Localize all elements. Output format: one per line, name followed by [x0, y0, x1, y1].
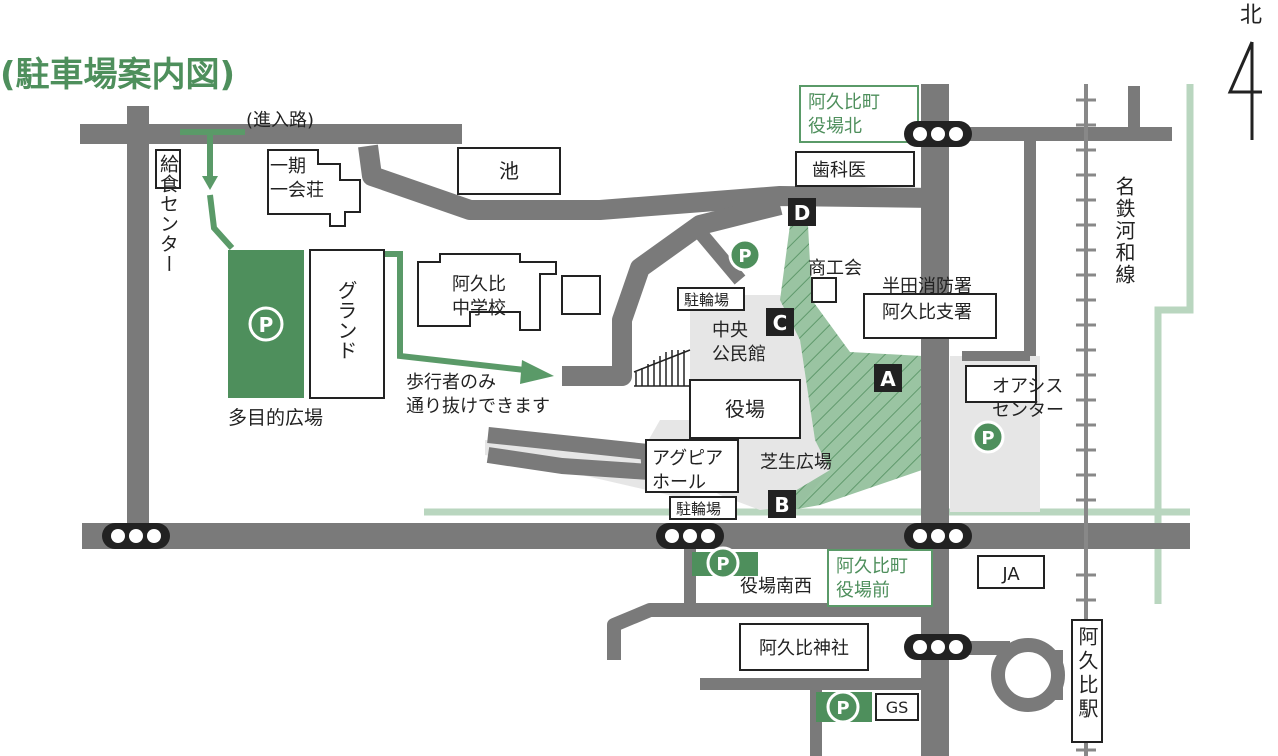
- kyushoku-center-label: 給食センター: [155, 149, 181, 274]
- parking-icon[interactable]: P: [826, 690, 860, 724]
- parking-icon[interactable]: P: [728, 238, 762, 272]
- signal-label-box-north: [799, 85, 919, 143]
- map-title: (駐車場案内図): [0, 55, 235, 95]
- railway-label: 名鉄河和線: [1112, 176, 1136, 286]
- bike-parking-bottom-label: 駐輪場: [676, 500, 721, 518]
- kominkan-label-2: 公民館: [712, 344, 766, 365]
- fire-station-label-1: 半田消防署: [882, 276, 972, 297]
- approach-road-label: (進入路): [246, 110, 314, 131]
- parking-symbol: P: [716, 554, 729, 575]
- shokokai-label: 商工会: [808, 258, 862, 279]
- fire-station-label-2: 阿久比支署: [882, 302, 972, 323]
- ikki-label-2: 一会荘: [270, 180, 324, 201]
- marker-letter: B: [774, 493, 789, 517]
- arrow-head-right: [520, 360, 554, 384]
- buildings: [267, 147, 1045, 721]
- parking-marker-a[interactable]: A: [874, 364, 902, 392]
- shrine-label: 阿久比神社: [759, 638, 849, 659]
- green-walkway-lines: [424, 84, 1194, 604]
- parking-marker-d[interactable]: D: [788, 198, 816, 226]
- ground-label: グランド: [334, 280, 358, 360]
- parking-icon[interactable]: P: [971, 420, 1005, 454]
- signal-front-label-2: 役場前: [836, 580, 890, 601]
- oasis-label-2: センター: [992, 400, 1064, 421]
- marker-letter: A: [880, 367, 896, 391]
- signal-north-label-1: 阿久比町: [808, 92, 880, 113]
- ja-label: JA: [1001, 564, 1020, 585]
- oasis-label-1: オアシス: [992, 376, 1063, 397]
- dentist-label: 歯科医: [812, 160, 866, 181]
- parking-symbol: P: [836, 698, 849, 719]
- parking-symbol: P: [738, 246, 751, 267]
- traffic-signal-icon: [904, 121, 972, 147]
- stairs: [633, 349, 691, 387]
- gs-label: GS: [886, 698, 909, 717]
- parking-marker-c[interactable]: C: [766, 308, 794, 336]
- school-label-2: 中学校: [452, 298, 506, 319]
- signal-label-box-front: [827, 549, 933, 607]
- yakuba-label: 役場: [725, 397, 765, 421]
- walk-label-1: 歩行者のみ: [406, 372, 496, 393]
- traffic-signal-icon: [102, 523, 170, 549]
- signal-front-label-1: 阿久比町: [836, 556, 908, 577]
- approach-route-arrow: [180, 129, 245, 251]
- north-arrow-icon: 北: [1227, 3, 1262, 140]
- signal-north-label-2: 役場北: [808, 116, 862, 137]
- tamokuteki-label: 多目的広場: [228, 407, 323, 429]
- yakuba-nansei-label: 役場南西: [740, 576, 812, 597]
- school-label-1: 阿久比: [452, 274, 506, 295]
- pedestrian-route-arrow: [384, 251, 526, 373]
- station-label: 阿久比駅: [1071, 619, 1103, 743]
- pond-label: 池: [499, 159, 519, 183]
- kyushoku-text: 給食センター: [157, 154, 179, 274]
- parking-icon[interactable]: P: [706, 546, 740, 580]
- station-text: 阿久比駅: [1075, 626, 1099, 722]
- parking-symbol: P: [981, 428, 994, 449]
- kominkan-label-1: 中央: [712, 320, 748, 341]
- parking-marker-b[interactable]: B: [768, 490, 796, 518]
- walk-label-2: 通り抜けできます: [406, 396, 550, 417]
- parking-icon[interactable]: P: [248, 306, 284, 342]
- traffic-signal-icon: [904, 523, 972, 549]
- traffic-signal-icon: [656, 523, 724, 549]
- marker-letter: C: [773, 311, 788, 335]
- parking-symbol: P: [259, 313, 274, 337]
- parking-area-hatched: [780, 225, 922, 512]
- traffic-signal-icon: [904, 634, 972, 660]
- agupia-label-1: アグピア: [652, 448, 723, 469]
- ikki-label-1: 一期: [270, 156, 306, 177]
- arrow-head-down: [202, 176, 218, 190]
- north-label: 北: [1240, 3, 1262, 28]
- shibafu-label: 芝生広場: [760, 452, 832, 473]
- marker-letter: D: [794, 201, 811, 225]
- agupia-label-2: ホール: [652, 472, 706, 493]
- bike-parking-top-label: 駐輪場: [684, 291, 729, 309]
